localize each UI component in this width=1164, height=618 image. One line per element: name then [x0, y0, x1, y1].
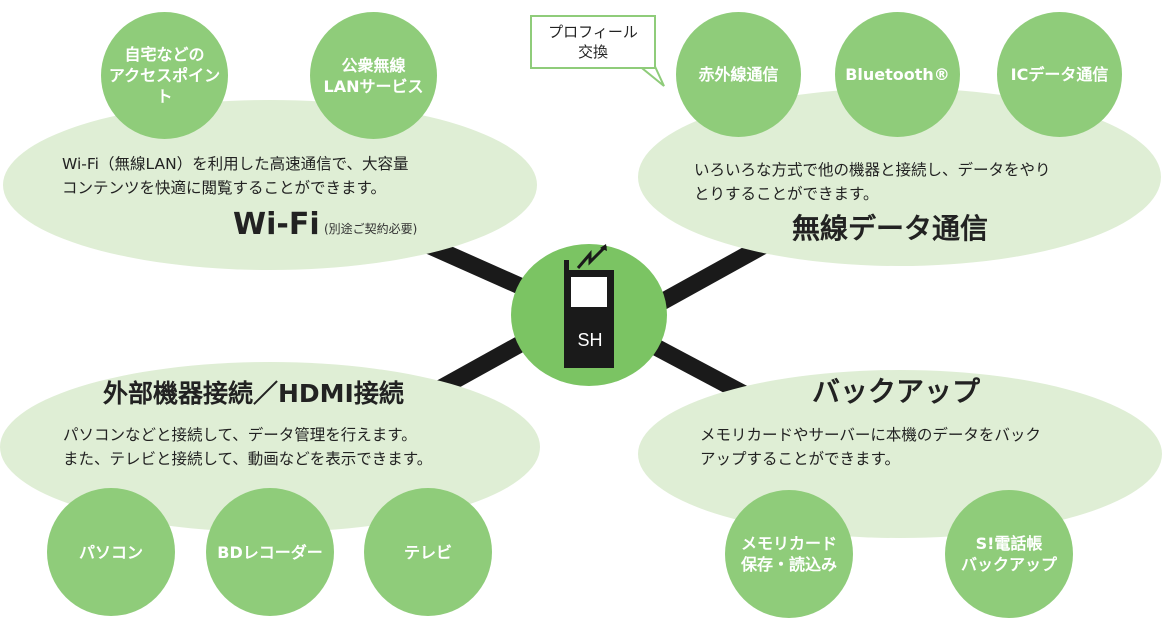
backup-title: バックアップ — [812, 375, 981, 408]
wifi-title: Wi-Fi — [233, 207, 320, 242]
wifi-desc-line1: Wi-Fi（無線LAN）を利用した高速通信で、大容量 — [62, 155, 409, 173]
external-desc-line1: パソコンなどと接続して、データ管理を行えます。 — [63, 426, 417, 444]
external-title: 外部機器接続／HDMI接続 — [103, 379, 404, 408]
external-item-tv: テレビ — [364, 488, 492, 616]
wireless-item-label: ICデータ通信 — [1010, 65, 1109, 84]
wifi-item-home-access-point: 自宅などの アクセスポイント — [101, 12, 228, 139]
wifi-item-label: 自宅などの アクセスポイント — [108, 45, 221, 106]
external-desc-line2: また、テレビと接続して、動画などを表示できます。 — [63, 450, 433, 468]
external-item-bd-recorder: BDレコーダー — [206, 488, 334, 616]
callout-profile-exchange: プロフィール 交換 — [530, 15, 656, 69]
wireless-item-infrared: 赤外線通信 — [676, 12, 801, 137]
backup-item-memory-card: メモリカード 保存・読込み — [725, 490, 853, 618]
wifi-title-note: (別途ご契約必要) — [324, 222, 418, 236]
wireless-desc-line2: とりすることができます。 — [694, 185, 879, 203]
wireless-item-label: 赤外線通信 — [698, 65, 779, 84]
wireless-item-ic-data: ICデータ通信 — [997, 12, 1122, 137]
backup-item-label: メモリカード 保存・読込み — [740, 534, 837, 574]
external-item-label: パソコン — [78, 542, 143, 562]
backup-desc-line1: メモリカードやサーバーに本機のデータをバック — [700, 426, 1041, 444]
backup-ellipse — [638, 370, 1162, 538]
wireless-item-label: Bluetooth® — [845, 65, 950, 84]
external-item-label: テレビ — [403, 542, 452, 562]
external-item-label: BDレコーダー — [217, 542, 323, 562]
wireless-desc-line1: いろいろな方式で他の機器と接続し、データをやり — [694, 161, 1051, 179]
backup-item-label: S!電話帳 バックアップ — [960, 534, 1057, 574]
wireless-title: 無線データ通信 — [792, 212, 989, 245]
phone-label: SH — [577, 330, 603, 350]
wifi-ellipse — [3, 100, 537, 270]
external-item-pc: パソコン — [47, 488, 175, 616]
backup-desc-line2: アップすることができます。 — [700, 450, 900, 468]
signal-bolt-icon — [576, 244, 608, 269]
wireless-item-bluetooth: Bluetooth® — [835, 12, 960, 137]
wifi-item-label: 公衆無線 LANサービス — [323, 55, 424, 96]
backup-item-phonebook-backup: S!電話帳 バックアップ — [945, 490, 1073, 618]
wifi-item-public-lan: 公衆無線 LANサービス — [310, 12, 437, 139]
mobile-phone-icon — [564, 260, 614, 368]
wifi-desc-line2: コンテンツを快適に閲覧することができます。 — [62, 179, 386, 197]
